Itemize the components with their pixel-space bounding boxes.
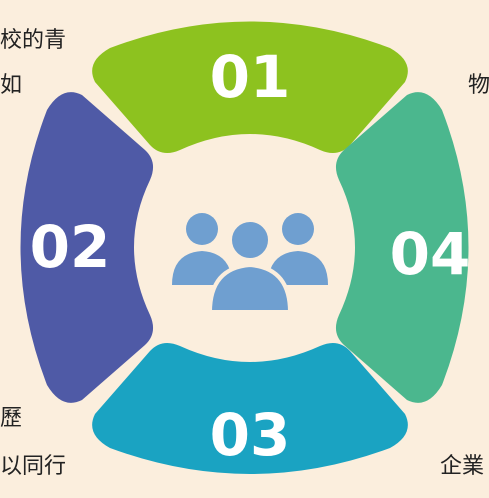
segment-01-number: 01 <box>210 43 291 111</box>
segment-04-number: 04 <box>390 220 471 288</box>
segment-03: 03 <box>92 342 408 474</box>
bottom-left-text-line-1: 歷 <box>0 406 23 431</box>
segment-04: 04 <box>335 92 471 403</box>
top-left-text-line-1: 校的青 <box>0 28 67 53</box>
segment-01-shape <box>92 21 408 154</box>
segment-01: 01 <box>92 21 408 154</box>
people-group-icon <box>172 213 328 314</box>
segment-03-shape <box>92 342 408 474</box>
top-left-text-line-2: 如 <box>0 73 23 98</box>
segment-04-shape <box>335 92 469 403</box>
segment-02: 02 <box>20 92 154 403</box>
segment-02-shape <box>20 92 154 403</box>
bottom-left-text-line-2: 以同行 <box>0 454 67 479</box>
top-right-text-line-1: 物 <box>468 73 489 98</box>
segment-02-number: 02 <box>30 213 111 281</box>
bottom-right-text-line-1: 企業 <box>440 454 485 479</box>
segment-03-number: 03 <box>210 401 291 469</box>
